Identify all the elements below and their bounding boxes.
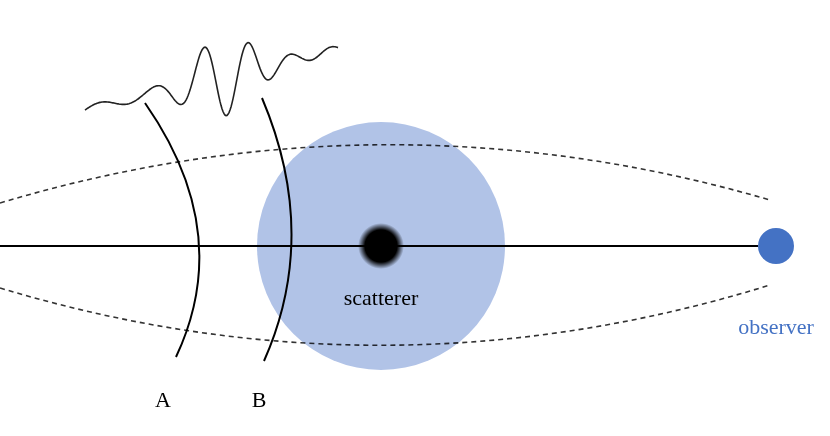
observer-point <box>758 228 794 264</box>
node-label: scatterer <box>344 286 419 310</box>
wavefront-label: B <box>252 388 267 412</box>
scattering-halo <box>257 122 505 370</box>
scatterer-region: scatterer <box>257 122 505 370</box>
waveform <box>85 43 338 116</box>
scatterer-core <box>358 223 404 269</box>
wavefront <box>145 103 199 357</box>
node-label: observer <box>738 315 814 339</box>
wavefront-label: A <box>155 388 171 412</box>
observer-shape <box>758 228 794 264</box>
scatterer-shape <box>257 122 505 370</box>
sight-line <box>505 245 758 247</box>
observer-dot: observer <box>758 228 794 264</box>
